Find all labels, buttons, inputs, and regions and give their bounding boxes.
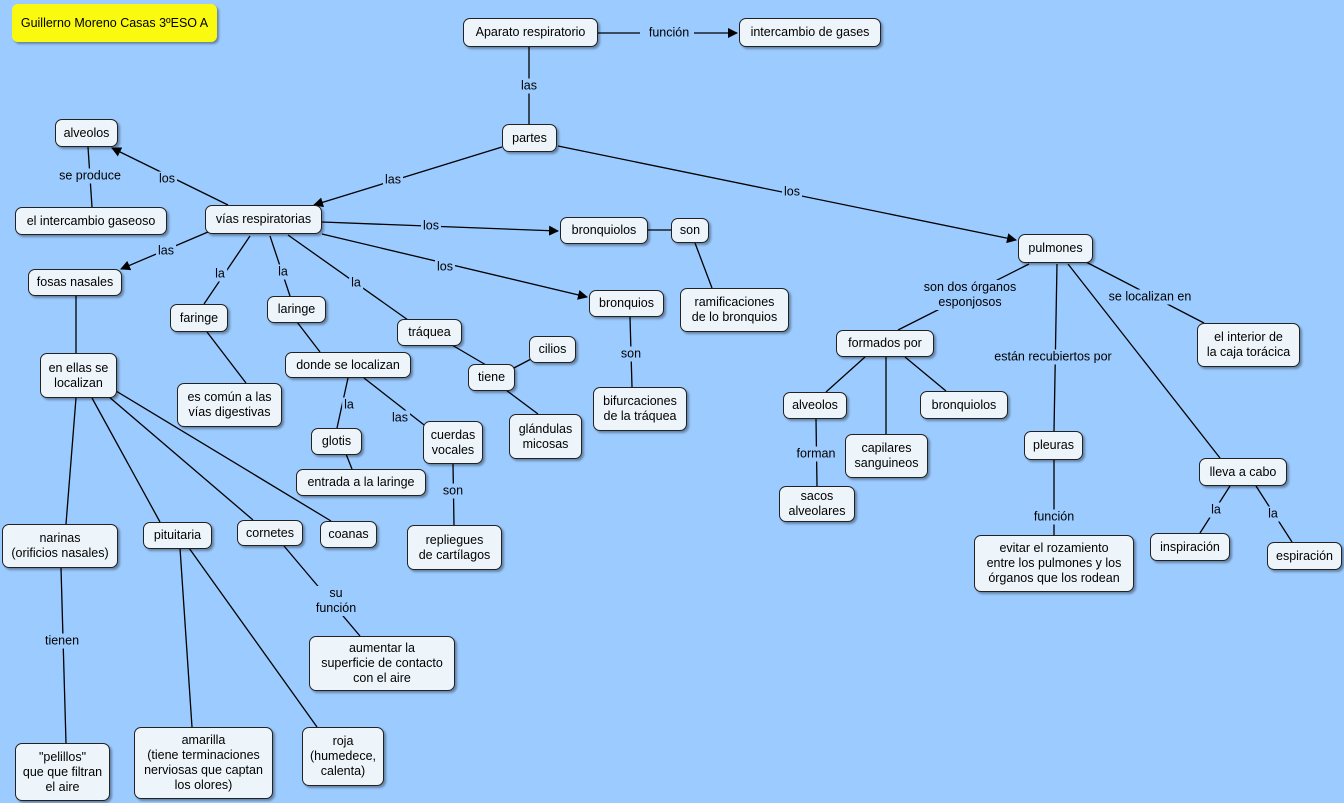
node-intercambio-de-gases[interactable]: intercambio de gases bbox=[739, 18, 881, 47]
edge-formados-alveolos bbox=[825, 356, 866, 393]
link-label-las-vias: las bbox=[383, 172, 403, 188]
node-entrada-laringe[interactable]: entrada a la laringe bbox=[296, 469, 426, 496]
link-label-son-cuerdas: son bbox=[440, 483, 466, 499]
link-label-las-fosas: las bbox=[156, 243, 176, 259]
edge-traquea-tiene bbox=[451, 344, 487, 366]
node-formados-por[interactable]: formados por bbox=[836, 330, 934, 357]
link-label-las-partes: las bbox=[519, 78, 539, 94]
link-label-son-dos-organos: son dos órganos esponjosos bbox=[921, 280, 1019, 310]
node-vias-respiratorias[interactable]: vías respiratorias bbox=[205, 205, 322, 234]
node-ramificaciones[interactable]: ramificaciones de lo bronquios bbox=[680, 288, 789, 332]
edge-donde-cuerdas bbox=[363, 377, 429, 429]
edge-vias-faringe bbox=[203, 235, 251, 305]
link-label-las-cuerdas: las bbox=[390, 410, 410, 426]
link-label-los-bronquios: los bbox=[435, 259, 455, 275]
link-label-los-bronquiolos: los bbox=[421, 218, 441, 234]
edge-laringe-donde bbox=[296, 321, 321, 353]
node-roja[interactable]: roja (humedece, calenta) bbox=[302, 727, 384, 786]
edge-pituitaria-amarilla bbox=[179, 547, 193, 728]
edge-narinas-pelillos bbox=[60, 567, 67, 744]
node-evitar-rozamiento[interactable]: evitar el rozamiento entre los pulmones … bbox=[974, 535, 1134, 592]
edge-pituitaria-roja bbox=[188, 547, 318, 728]
edge-enellas-cornetes bbox=[107, 395, 254, 521]
node-coanas[interactable]: coanas bbox=[320, 521, 377, 548]
node-partes[interactable]: partes bbox=[502, 124, 557, 152]
node-pulmones[interactable]: pulmones bbox=[1018, 234, 1093, 263]
link-label-funcion-pleuras: función bbox=[1031, 509, 1077, 525]
author-title-badge: Guillerno Moreno Casas 3ºESO A bbox=[12, 4, 217, 42]
edge-faringe-comun bbox=[206, 331, 247, 384]
node-donde-se-localizan[interactable]: donde se localizan bbox=[285, 352, 411, 378]
node-glandulas[interactable]: glándulas micosas bbox=[509, 414, 582, 459]
node-glotis[interactable]: glotis bbox=[311, 428, 362, 455]
link-label-se-localizan-en: se localizan en bbox=[1106, 289, 1194, 305]
link-label-la-faringe: la bbox=[213, 266, 227, 282]
node-aparato-respiratorio[interactable]: Aparato respiratorio bbox=[463, 18, 598, 47]
link-label-forman: forman bbox=[794, 446, 838, 462]
edge-tiene-glandulas bbox=[505, 389, 539, 415]
node-bifurcaciones[interactable]: bifurcaciones de la tráquea bbox=[593, 387, 687, 431]
edge-enellas-pituitaria bbox=[91, 397, 161, 523]
edge-pulmones-pleuras bbox=[1053, 263, 1058, 432]
edge-partes-vias bbox=[313, 146, 503, 208]
node-faringe[interactable]: faringe bbox=[170, 304, 228, 332]
node-capilares-sanguineos[interactable]: capilares sanguineos bbox=[845, 434, 928, 478]
link-label-la-traquea: la bbox=[349, 275, 363, 291]
link-label-los-pulmones: los bbox=[782, 184, 802, 200]
link-label-funcion: función bbox=[646, 25, 692, 41]
edge-glotis-entrada bbox=[345, 453, 353, 470]
node-bronquios[interactable]: bronquios bbox=[589, 290, 664, 317]
node-inspiracion[interactable]: inspiración bbox=[1150, 533, 1230, 561]
node-lleva-a-cabo[interactable]: lleva a cabo bbox=[1199, 458, 1287, 486]
edge-formados-bronquiolos bbox=[904, 356, 947, 392]
link-label-su-funcion: su función bbox=[313, 586, 359, 616]
link-label-se-produce: se produce bbox=[57, 168, 123, 184]
node-en-ellas-se-localizan[interactable]: en ellas se localizan bbox=[40, 353, 117, 398]
node-es-comun[interactable]: es común a las vías digestivas bbox=[177, 383, 282, 427]
link-label-son-bronquios: son bbox=[618, 346, 644, 362]
node-laringe[interactable]: laringe bbox=[267, 296, 326, 323]
node-aumentar-superficie[interactable]: aumentar la superficie de contacto con e… bbox=[309, 636, 455, 691]
node-tiene[interactable]: tiene bbox=[468, 364, 515, 391]
node-intercambio-gaseoso[interactable]: el intercambio gaseoso bbox=[15, 207, 167, 235]
link-label-los-alveolos: los bbox=[157, 171, 177, 187]
edge-enellas-narinas bbox=[65, 397, 77, 525]
edge-enellas-coanas bbox=[115, 390, 332, 522]
node-pelillos[interactable]: "pelillos" que que filtran el aire bbox=[15, 743, 110, 801]
node-cilios[interactable]: cilios bbox=[529, 336, 576, 363]
node-sacos-alveolares[interactable]: sacos alveolares bbox=[779, 486, 855, 522]
node-alveolos-top[interactable]: alveolos bbox=[55, 119, 118, 147]
node-cuerdas-vocales[interactable]: cuerdas vocales bbox=[423, 421, 483, 464]
node-bronquiolos-vias[interactable]: bronquiolos bbox=[560, 217, 648, 244]
node-interior-caja-toracica[interactable]: el interior de la caja torácica bbox=[1197, 323, 1300, 367]
edge-pulmones-lleva bbox=[1067, 263, 1221, 459]
link-label-la-glotis: la bbox=[342, 397, 356, 413]
link-label-la-inspiracion: la bbox=[1209, 502, 1223, 518]
node-pleuras[interactable]: pleuras bbox=[1024, 431, 1083, 460]
link-label-la-espiracion: la bbox=[1266, 506, 1280, 522]
edge-vias-traquea bbox=[287, 234, 409, 321]
node-traquea[interactable]: tráquea bbox=[397, 319, 462, 346]
link-label-recubiertos: están recubiertos por bbox=[992, 349, 1114, 365]
node-narinas[interactable]: narinas (orificios nasales) bbox=[2, 524, 118, 568]
node-repliegues[interactable]: repliegues de cartílagos bbox=[407, 525, 502, 570]
node-amarilla[interactable]: amarilla (tiene terminaciones nerviosas … bbox=[134, 727, 273, 799]
edge-son-ramificaciones bbox=[694, 242, 713, 289]
node-espiracion[interactable]: espiración bbox=[1267, 542, 1342, 570]
node-fosas-nasales[interactable]: fosas nasales bbox=[28, 269, 122, 296]
node-alveolos-pulmones[interactable]: alveolos bbox=[783, 392, 847, 419]
link-label-la-laringe: la bbox=[276, 264, 290, 280]
link-label-tienen: tienen bbox=[42, 633, 82, 649]
node-pituitaria[interactable]: pituitaria bbox=[143, 522, 212, 549]
node-cornetes[interactable]: cornetes bbox=[237, 520, 303, 546]
node-bronquiolos-pulmones[interactable]: bronquiolos bbox=[920, 391, 1008, 419]
node-son-bronquiolos[interactable]: son bbox=[671, 218, 709, 243]
